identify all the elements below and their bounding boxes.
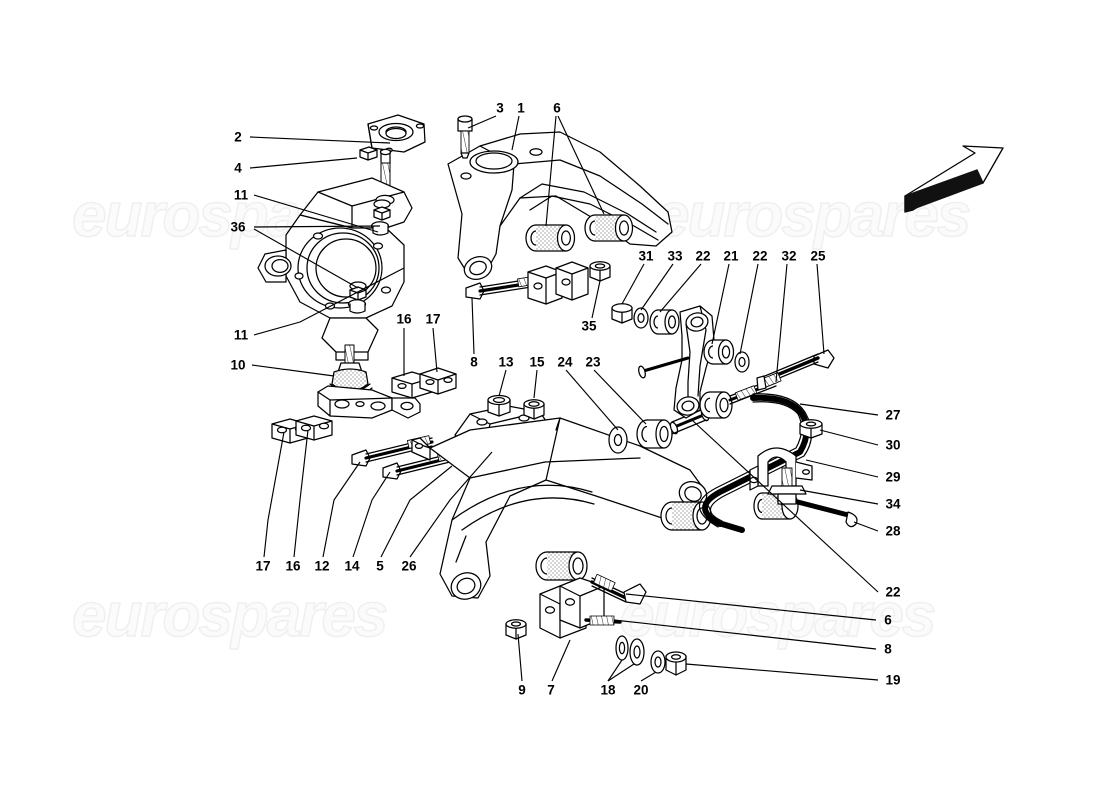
callout-number-27: 27 bbox=[885, 407, 901, 423]
callout-number-13: 13 bbox=[498, 354, 514, 370]
callout-number-35: 35 bbox=[581, 318, 597, 334]
callout-number-22: 22 bbox=[695, 248, 711, 264]
steering-knuckle-upright bbox=[257, 177, 413, 361]
callout-number-18: 18 bbox=[600, 682, 616, 698]
forward-direction-arrow bbox=[904, 145, 1004, 213]
callout-number-22: 22 bbox=[885, 584, 901, 600]
callout-number-8: 8 bbox=[884, 641, 892, 657]
callout-number-19: 19 bbox=[885, 672, 901, 688]
leader-lines bbox=[249, 115, 879, 682]
callout-number-16: 16 bbox=[396, 311, 412, 327]
callout-number-2: 2 bbox=[234, 129, 242, 145]
callout-number-23: 23 bbox=[585, 354, 601, 370]
bushings-lower-arm bbox=[535, 501, 712, 581]
droplink-hardware-right bbox=[699, 339, 778, 419]
callout-number-1: 1 bbox=[517, 100, 525, 116]
callout-number-3: 3 bbox=[496, 100, 504, 116]
shim-plates-lower bbox=[271, 415, 333, 444]
watermark-text: eurospares bbox=[71, 580, 389, 651]
droplink-hardware-top bbox=[611, 303, 680, 335]
bolt-25 bbox=[756, 349, 835, 391]
watermark-band-bottom: eurospares eurospares bbox=[0, 550, 1100, 660]
callout-number-11: 11 bbox=[233, 187, 249, 203]
callout-number-32: 32 bbox=[781, 248, 797, 264]
callout-number-6: 6 bbox=[553, 100, 561, 116]
callout-number-31: 31 bbox=[638, 248, 654, 264]
callout-number-36: 36 bbox=[230, 219, 246, 235]
lower-mount-bracket bbox=[505, 573, 687, 676]
callout-number-7: 7 bbox=[547, 682, 555, 698]
callout-number-5: 5 bbox=[376, 558, 384, 574]
callout-number-26: 26 bbox=[401, 558, 417, 574]
callout-number-14: 14 bbox=[344, 558, 360, 574]
callout-number-6: 6 bbox=[884, 612, 892, 628]
callout-number-30: 30 bbox=[885, 437, 901, 453]
callout-number-20: 20 bbox=[633, 682, 649, 698]
callout-number-25: 25 bbox=[810, 248, 826, 264]
callout-number-16: 16 bbox=[285, 558, 301, 574]
nut-35 bbox=[589, 261, 611, 282]
callout-number-22: 22 bbox=[752, 248, 768, 264]
callout-number-21: 21 bbox=[723, 248, 739, 264]
watermark-text: eurospares bbox=[619, 580, 937, 651]
callout-number-9: 9 bbox=[518, 682, 526, 698]
callout-number-12: 12 bbox=[314, 558, 330, 574]
mount-bracket-upper bbox=[527, 261, 589, 305]
callout-number-15: 15 bbox=[529, 354, 545, 370]
shim-plates-upper bbox=[391, 367, 457, 399]
callout-number-17: 17 bbox=[425, 311, 441, 327]
callout-number-33: 33 bbox=[667, 248, 683, 264]
callout-number-28: 28 bbox=[885, 523, 901, 539]
callout-number-24: 24 bbox=[557, 354, 573, 370]
callout-number-34: 34 bbox=[885, 496, 901, 512]
callout-number-4: 4 bbox=[234, 160, 242, 176]
lower-control-arm bbox=[411, 405, 708, 600]
bushings-upper-arm bbox=[525, 214, 634, 252]
callout-number-17: 17 bbox=[255, 558, 271, 574]
lower-ball-joint bbox=[317, 344, 421, 419]
drop-link-21 bbox=[638, 305, 715, 419]
callout-number-11: 11 bbox=[233, 327, 249, 343]
callout-number-10: 10 bbox=[230, 357, 246, 373]
callout-number-8: 8 bbox=[470, 354, 478, 370]
antiroll-bar-clamp bbox=[749, 419, 858, 528]
washer-bush-24-23 bbox=[608, 407, 710, 454]
callout-number-29: 29 bbox=[885, 469, 901, 485]
